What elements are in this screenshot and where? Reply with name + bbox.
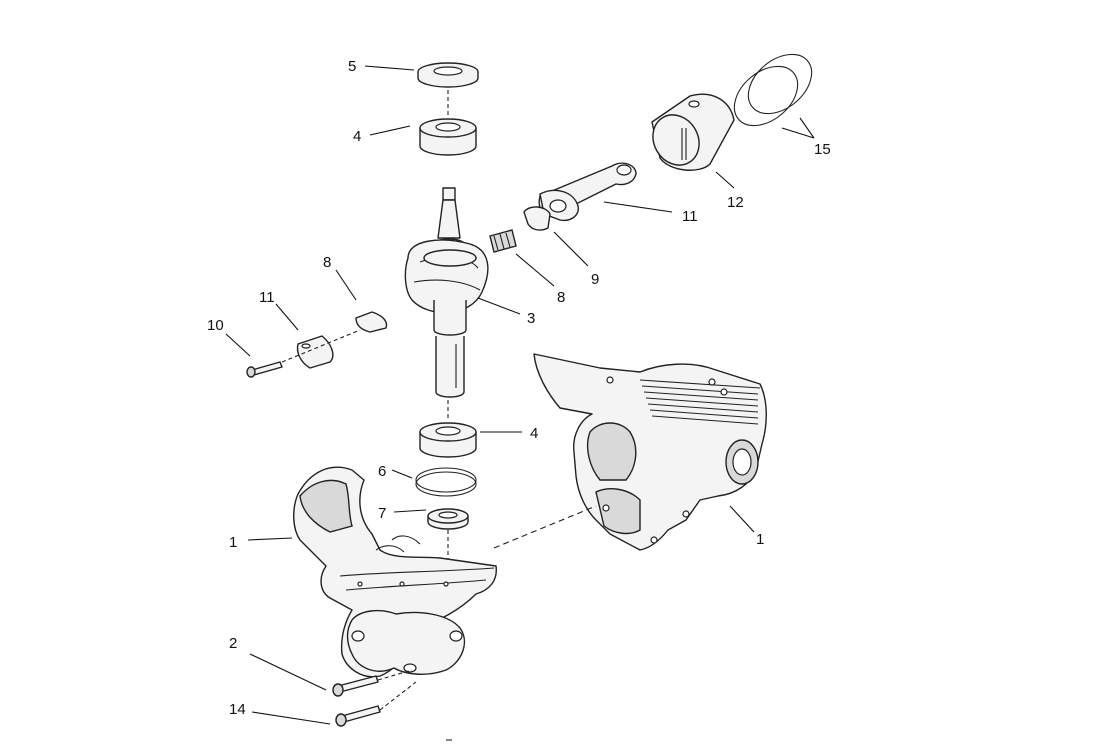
part-7-seal	[427, 508, 469, 530]
callout-9: 9	[591, 271, 599, 288]
callout-7: 7	[378, 505, 386, 522]
part-4-bearing-bottom	[419, 422, 477, 458]
callout-3: 3	[527, 310, 535, 327]
callout-1-cylinder: 1	[756, 531, 764, 548]
part-12-piston	[651, 93, 735, 171]
part-11-connecting-rod	[538, 162, 637, 222]
part-3-crankshaft	[404, 187, 489, 398]
part-8-bearing-half	[355, 311, 388, 333]
callout-12: 12	[727, 194, 744, 211]
part-1-crankcase-lower	[293, 466, 497, 678]
callout-8-half: 8	[323, 254, 331, 271]
part-15-piston-rings	[733, 53, 813, 127]
callout-14: 14	[229, 701, 246, 718]
part-10-bolt	[246, 361, 283, 378]
part-9-rod-cap	[523, 206, 551, 231]
callout-4-bottom: 4	[530, 425, 538, 442]
callout-11-cap: 11	[259, 289, 275, 306]
callout-15: 15	[814, 141, 831, 158]
part-5-seal	[417, 62, 479, 88]
callout-6: 6	[378, 463, 386, 480]
part-6-o-ring	[415, 467, 477, 497]
callout-labels: 5 4 15 12 11 9 8 8 11 10 3 4 6 7 1 1 2 1…	[207, 58, 831, 718]
callout-1-lower: 1	[229, 534, 237, 551]
part-8-needle-bearing	[489, 229, 517, 253]
callout-10: 10	[207, 317, 224, 334]
part-11-rod-cap-left	[296, 335, 334, 369]
callout-2: 2	[229, 635, 237, 652]
part-4-bearing-top	[419, 118, 477, 156]
callout-11-rod: 11	[682, 208, 698, 225]
callout-5: 5	[348, 58, 356, 75]
callout-4-top: 4	[353, 128, 361, 145]
part-14-bolt	[335, 705, 381, 727]
part-1-cylinder-crankcase	[533, 353, 767, 551]
leader-lines	[225, 65, 815, 725]
part-2-bolt	[332, 675, 379, 697]
callout-8-needle: 8	[557, 289, 565, 306]
